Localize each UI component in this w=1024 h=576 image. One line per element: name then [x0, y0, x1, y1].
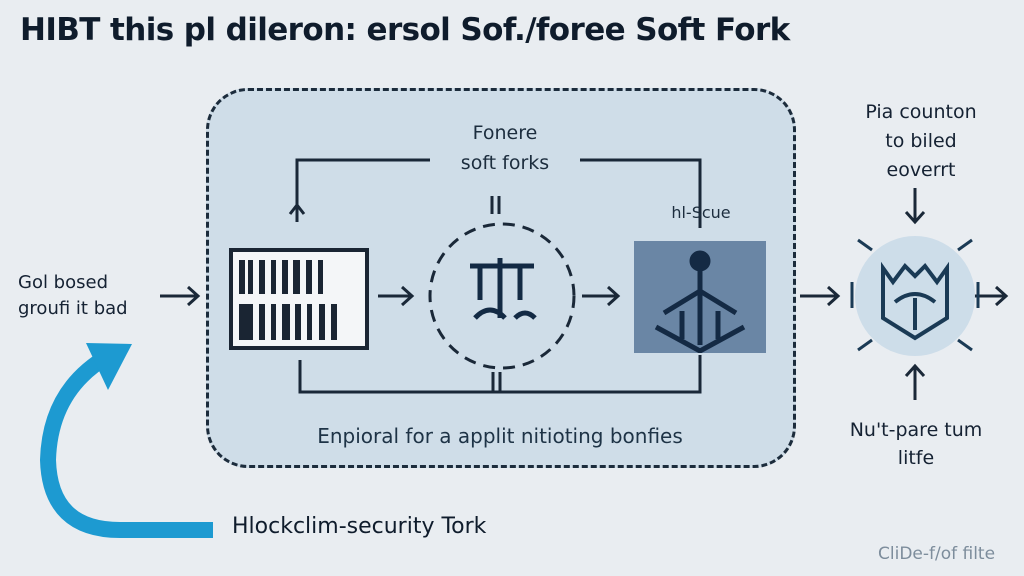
- validator-node: [634, 241, 766, 354]
- barcode-icon: [239, 260, 337, 340]
- top-right-line1: Pia counton: [865, 101, 977, 123]
- center-label-line2: soft forks: [460, 152, 550, 174]
- top-connector: [295, 158, 702, 228]
- bottom-label: Hlockclim-security Tork: [232, 514, 487, 539]
- right-node-label: hl-Scue: [671, 203, 731, 222]
- diagram-title: HIBT this pl dileron: ersol Sof./foree S…: [20, 12, 790, 48]
- center-fork-label: Fonere soft forks: [420, 118, 590, 178]
- hub-tick-marks: [850, 238, 980, 352]
- left-label-line1: Gol bosed: [18, 272, 108, 293]
- top-right-label: Pia counton to biled eoverrt: [836, 98, 1006, 185]
- arrow-down-icon: [904, 188, 926, 225]
- center-bottom-tick: [491, 372, 502, 392]
- curved-arrowhead-icon: [86, 343, 132, 390]
- bottom-right-label: Nu't-pare tum litfe: [826, 416, 1006, 472]
- top-right-line2: to biled: [885, 130, 957, 152]
- barcode-block: [229, 248, 369, 350]
- bottom-right-line1: Nu't-pare tum: [849, 419, 983, 441]
- bottom-right-line2: litfe: [897, 447, 935, 469]
- left-label-line2: groufi it bad: [18, 298, 128, 319]
- shield-emblem-icon: [881, 261, 949, 341]
- curved-arrow-icon: [39, 349, 213, 538]
- left-input-label: Gol bosed groufi it bad: [18, 270, 128, 322]
- up-arrow-icon: [288, 204, 306, 215]
- center-label-line1: Fonere: [472, 122, 538, 144]
- tree-node-icon: [654, 250, 746, 354]
- glyph-emblem-icon: [470, 258, 537, 320]
- arrow-right-icon: [160, 285, 1009, 307]
- consensus-circle: [428, 222, 576, 370]
- container-caption: Enpioral for a applit nitioting bonfies: [317, 424, 683, 448]
- footer-watermark: CliDe-f/of filte: [878, 544, 996, 564]
- arrow-up-icon: [904, 363, 926, 400]
- center-top-tick: [490, 196, 501, 214]
- top-right-line3: eoverrt: [886, 159, 956, 181]
